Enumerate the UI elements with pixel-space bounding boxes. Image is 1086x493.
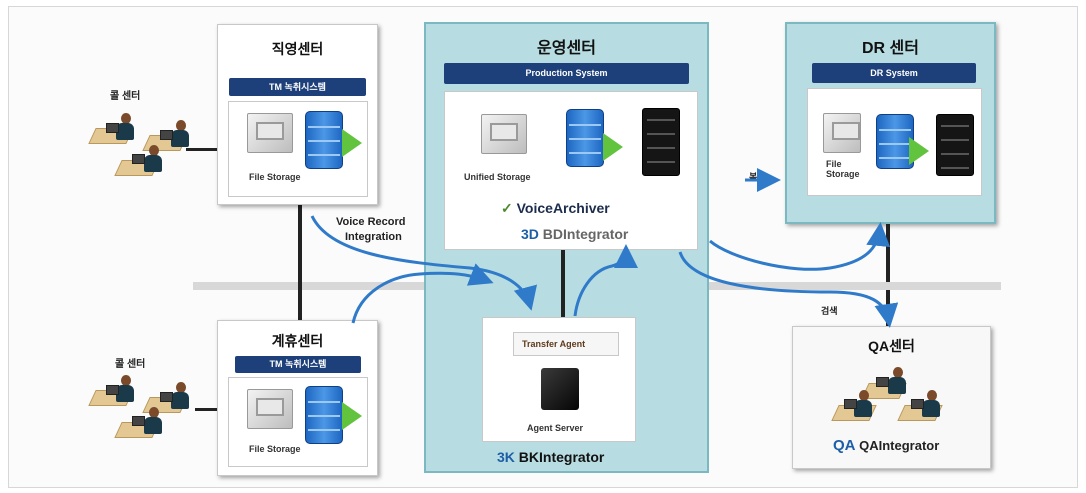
play-icon (342, 129, 362, 157)
direct-center-storage-panel: File Storage (228, 101, 368, 197)
affiliate-center-title: 계휴센터 (271, 333, 324, 349)
affiliate-storage-label: File Storage (249, 444, 301, 454)
file-storage-icon (823, 113, 861, 153)
direct-storage-label: File Storage (249, 172, 301, 182)
database-icon (305, 111, 343, 169)
database-icon (566, 109, 604, 167)
qa-integrator-text: QAIntegrator (859, 438, 940, 453)
agent-server-label: Agent Server (527, 423, 584, 433)
unified-storage-label: Unified Storage (464, 172, 531, 182)
play-icon (342, 402, 362, 430)
direct-center-connector (298, 205, 302, 320)
dr-center-title: DR 센터 (862, 40, 919, 57)
operation-center-connector (561, 248, 565, 318)
bk-integrator-text: BKIntegrator (518, 449, 605, 465)
affiliate-center-banner: TM 녹취시스템 (235, 356, 361, 373)
file-storage-icon (247, 389, 293, 429)
dr-storage-label: File Storage (826, 159, 860, 179)
bd-integrator-text: BDIntegrator (542, 226, 629, 242)
dr-system-panel: File Storage (807, 88, 982, 196)
transfer-agent-badge: Transfer Agent (513, 332, 619, 356)
qa-center-box: QA센터 QA QAIntegrator (792, 326, 991, 469)
direct-center-title: 직영센터 (271, 41, 324, 57)
qa-center-connector (886, 290, 890, 326)
call-center-bottom-label: 콜 센터 (115, 359, 146, 370)
operation-banner: Production System (444, 63, 689, 84)
affiliate-center-storage-panel: File Storage (228, 377, 368, 467)
agent-server-icon (541, 368, 579, 410)
play-icon (909, 137, 929, 165)
play-icon (603, 133, 623, 161)
file-storage-icon (247, 113, 293, 153)
direct-center-banner: TM 녹취시스템 (229, 78, 366, 96)
production-system-panel: Unified Storage ✓ VoiceArchiver 3D BDInt… (444, 91, 698, 250)
bk-integrator-logo: 3K BKIntegrator (497, 449, 605, 465)
voice-record-label: Voice Record (336, 216, 406, 228)
qa-center-title: QA센터 (868, 338, 915, 354)
replicate-label: 복제 (749, 172, 766, 182)
server-rack-icon (936, 114, 974, 176)
dr-banner: DR System (812, 63, 976, 83)
unified-storage-icon (481, 114, 527, 154)
call-center-bottom-link (195, 408, 219, 411)
server-rack-icon (642, 108, 680, 176)
database-icon (305, 386, 343, 444)
search-label: 검색 (821, 306, 838, 316)
integration-label: Integration (345, 231, 402, 243)
call-center-top-link (186, 148, 218, 151)
transfer-agent-label: Transfer Agent (522, 339, 586, 349)
call-center-top-label: 콜 센터 (110, 91, 141, 102)
agent-server-panel: Transfer Agent Agent Server (482, 317, 636, 442)
bd-integrator-logo: 3D BDIntegrator (521, 226, 629, 242)
voice-archiver-text: VoiceArchiver (516, 200, 610, 216)
affiliate-center-box: 계휴센터 TM 녹취시스템 File Storage (217, 320, 378, 476)
operation-center-title: 운영센터 (537, 40, 596, 57)
dr-center-connector (886, 224, 890, 282)
voice-archiver-logo: ✓ VoiceArchiver (501, 200, 610, 216)
qa-integrator-logo: QA QAIntegrator (833, 437, 940, 454)
direct-center-box: 직영센터 TM 녹취시스템 File Storage (217, 24, 378, 205)
